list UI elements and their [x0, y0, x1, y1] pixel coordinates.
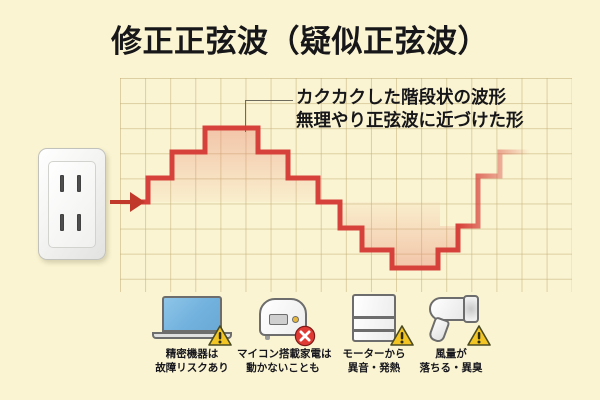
list-item: モーターから 異音・発熱 — [328, 292, 420, 375]
caption-line-1: 精密機器は — [165, 348, 219, 360]
caption-line-2: 異音・発熱 — [347, 362, 401, 375]
hair-dryer-icon — [405, 292, 497, 346]
socket-slot-left — [60, 175, 64, 192]
cooker-indicator-light — [292, 316, 299, 323]
waveform-annotation: カクカクした階段状の波形 無理やり正弦波に近づけた形 — [296, 86, 524, 133]
waveform-positive-fill — [148, 128, 318, 202]
outlet-socket-top — [57, 175, 87, 192]
wall-outlet — [38, 148, 106, 260]
caption-line-2: 動かないことも — [246, 362, 320, 375]
affected-appliance-list: 精密機器は 故障リスクあり マイコン搭載家電は 動かないことも — [140, 292, 491, 392]
annotation-leader-vertical — [245, 100, 247, 132]
cooker-foot — [265, 336, 270, 340]
list-item-caption: モーターから 異音・発熱 — [328, 347, 420, 375]
annotation-line-1: カクカクした階段状の波形 — [296, 87, 506, 107]
socket-slot-left — [60, 214, 64, 231]
rice-cooker-icon — [237, 292, 329, 347]
power-flow-arrow-shaft — [110, 200, 132, 204]
socket-slot-right — [77, 175, 81, 192]
fridge-door-divider — [352, 329, 396, 332]
error-cross-icon — [294, 325, 316, 347]
socket-slot-right — [77, 214, 81, 231]
dryer-air-outlet — [463, 295, 479, 323]
laptop-icon — [146, 292, 238, 346]
outlet-faceplate — [48, 161, 96, 248]
annotation-leader-horizontal — [245, 100, 293, 102]
outlet-socket-bottom — [57, 214, 87, 231]
warning-triangle-icon — [390, 325, 414, 346]
caption-line-1: マイコン搭載家電は — [237, 348, 332, 360]
caption-line-1: モーターから — [342, 348, 406, 360]
annotation-line-2: 無理やり正弦波に近づけた形 — [296, 110, 524, 131]
cooker-display-panel — [269, 314, 288, 325]
waveform-negative-fill — [318, 202, 458, 268]
waveform-line — [132, 125, 530, 271]
warning-triangle-icon — [467, 325, 491, 346]
warning-triangle-icon — [208, 325, 232, 346]
list-item-caption: 精密機器は 故障リスクあり — [146, 347, 238, 375]
laptop-base — [152, 332, 232, 339]
caption-line-1: 風量が — [435, 348, 467, 360]
laptop-screen — [162, 296, 222, 332]
power-flow-arrow-head — [130, 192, 145, 212]
list-item-caption: マイコン搭載家電は 動かないことも — [237, 347, 332, 375]
caption-line-2: 落ちる・異臭 — [419, 362, 483, 375]
page-title: 修正正弦波（疑似正弦波） — [111, 24, 489, 59]
list-item: 風量が 落ちる・異臭 — [405, 292, 497, 375]
fridge-door-divider — [352, 316, 396, 319]
list-item: マイコン搭載家電は 動かないことも — [237, 292, 332, 375]
list-item: 精密機器は 故障リスクあり — [146, 292, 238, 375]
refrigerator-icon — [328, 292, 420, 346]
dryer-handle — [427, 315, 451, 345]
list-item-caption: 風量が 落ちる・異臭 — [405, 347, 497, 375]
caption-line-2: 故障リスクあり — [155, 362, 229, 375]
